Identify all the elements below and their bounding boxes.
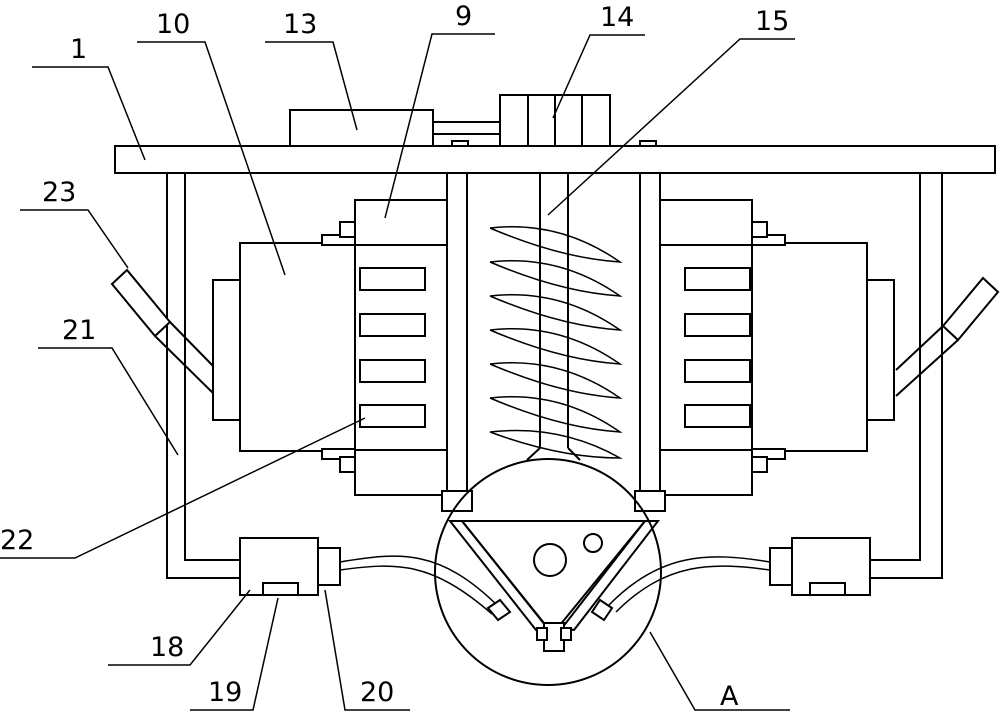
left-pump — [239, 537, 341, 596]
label-13: 13 — [283, 9, 317, 40]
left-handle — [110, 268, 216, 396]
label-1: 1 — [70, 34, 87, 65]
detail-circle-a — [434, 458, 662, 686]
label-22: 22 — [0, 525, 34, 556]
screw-shaft — [526, 173, 581, 461]
gearbox-14 — [499, 94, 611, 147]
left-hose — [339, 555, 512, 622]
hopper-wall-left — [441, 172, 473, 512]
top-plate — [114, 145, 996, 174]
label-9: 9 — [455, 1, 472, 32]
label-20: 20 — [360, 677, 394, 708]
motor-13 — [289, 109, 434, 147]
right-motor-housing — [751, 221, 895, 473]
nozzle-assembly — [447, 520, 661, 652]
label-15: 15 — [755, 6, 789, 37]
right-frame-tube — [870, 173, 943, 579]
left-motor-housing — [212, 221, 356, 473]
coupling — [432, 121, 501, 135]
label-18: 18 — [150, 632, 184, 663]
hopper-wall-right — [634, 172, 666, 512]
label-a: A — [720, 681, 739, 712]
label-19: 19 — [208, 677, 242, 708]
small-block-left — [451, 140, 469, 147]
left-heat-sink — [354, 199, 448, 496]
left-frame-tube — [166, 173, 240, 579]
leader-lines — [0, 33, 795, 711]
label-21: 21 — [62, 315, 96, 346]
screw-blades — [489, 225, 623, 459]
label-10: 10 — [156, 9, 190, 40]
right-handle — [895, 276, 1000, 397]
label-14: 14 — [600, 2, 634, 33]
right-pump — [769, 537, 871, 596]
right-hose — [590, 556, 771, 622]
right-heat-sink — [659, 199, 753, 496]
label-23: 23 — [42, 177, 76, 208]
small-block-right — [639, 140, 657, 147]
